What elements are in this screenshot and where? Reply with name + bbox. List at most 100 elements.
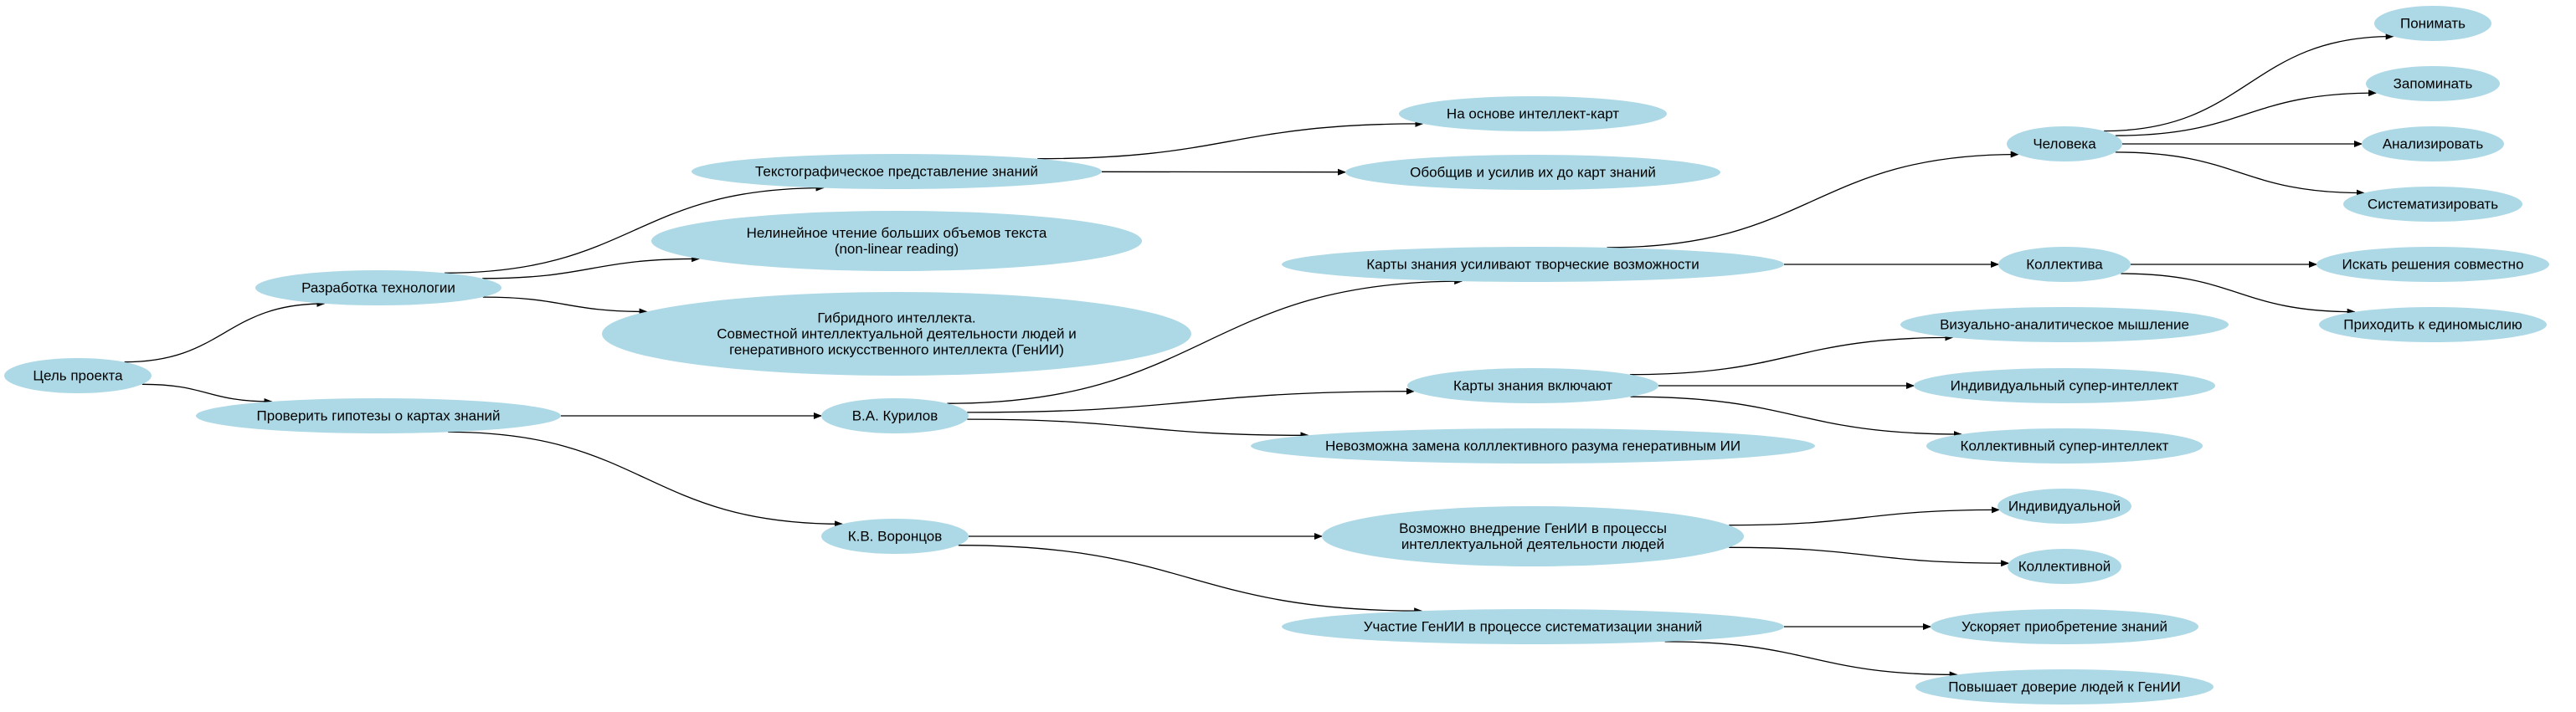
node-ellipse	[2343, 187, 2522, 222]
edge-human-to-systematize	[2115, 151, 2365, 197]
node-understand[interactable]: Понимать	[2374, 6, 2491, 41]
node-general[interactable]: Обобщив и усилив их до карт знаний	[1345, 155, 1720, 190]
node-accel[interactable]: Ускоряет приобретение знаний	[1931, 609, 2198, 644]
node-visual[interactable]: Визуально-аналитическое мышление	[1900, 307, 2229, 342]
node-label: Приходить к единомыслию	[2343, 317, 2522, 333]
node-seek[interactable]: Искать решения совместно	[2316, 247, 2549, 282]
node-possible[interactable]: Возможно внедрение ГенИИ в процессыинтел…	[1322, 506, 1744, 566]
node-label: (non-linear reading)	[835, 241, 959, 257]
node-hyp[interactable]: Проверить гипотезы о картах знаний	[196, 398, 561, 433]
node-ellipse	[602, 292, 1191, 376]
node-include[interactable]: Карты знания включают	[1407, 368, 1658, 403]
edges-layer	[124, 33, 2394, 679]
node-ellipse	[821, 519, 969, 554]
node-label: Запоминать	[2393, 76, 2473, 92]
node-ellipse	[1251, 428, 1815, 464]
node-ellipse	[1407, 368, 1658, 403]
node-label: Понимать	[2400, 16, 2465, 32]
node-hybrid[interactable]: Гибридного интеллекта.Совместной интелле…	[602, 292, 1191, 376]
node-label: интеллектуальной деятельности людей	[1401, 536, 1664, 552]
node-ellipse	[2008, 549, 2121, 584]
node-ellipse	[1900, 307, 2229, 342]
node-label: Цель проекта	[33, 368, 123, 384]
node-ellipse	[255, 270, 501, 305]
node-individual[interactable]: Индивидуальной	[1998, 489, 2131, 524]
node-ellipse	[2007, 126, 2122, 161]
node-label: Участие ГенИИ в процессе систематизации …	[1364, 619, 1703, 635]
node-noreplace[interactable]: Невозможна замена колллективного разума …	[1251, 428, 1815, 464]
edge-kurilov-to-include	[967, 387, 1415, 413]
node-creative[interactable]: Карты знания усиливают творческие возмож…	[1282, 247, 1784, 282]
node-label: Систематизировать	[2368, 197, 2498, 213]
node-analyze[interactable]: Анализировать	[2362, 126, 2504, 161]
node-label: Возможно внедрение ГенИИ в процессы	[1399, 520, 1667, 536]
edge-goal-to-hyp	[141, 383, 273, 405]
node-collective[interactable]: Коллектива	[1998, 247, 2131, 282]
edge-possible-to-collective-adj	[1729, 546, 2010, 567]
node-indsuper[interactable]: Индивидуальный супер-интеллект	[1914, 368, 2215, 403]
node-consensus[interactable]: Приходить к единомыслию	[2319, 307, 2547, 342]
node-label: Ускоряет приобретение знаний	[1962, 619, 2167, 635]
node-remember[interactable]: Запоминать	[2366, 66, 2500, 101]
node-kurilov[interactable]: В.А. Курилов	[821, 398, 969, 433]
node-label: Коллектива	[2026, 257, 2103, 273]
node-ellipse	[692, 154, 1102, 189]
node-label: На основе интеллект-карт	[1447, 106, 1619, 122]
node-ellipse	[2374, 6, 2491, 41]
node-particip[interactable]: Участие ГенИИ в процессе систематизации …	[1282, 609, 1784, 644]
node-ellipse	[2316, 247, 2549, 282]
node-ellipse	[1998, 489, 2131, 524]
node-ellipse	[2366, 66, 2500, 101]
node-label: Гибридного интеллекта.	[817, 310, 975, 326]
node-voron[interactable]: К.В. Воронцов	[821, 519, 969, 554]
node-label: Повышает доверие людей к ГенИИ	[1948, 679, 2181, 695]
node-intmaps[interactable]: На основе интеллект-карт	[1399, 96, 1667, 131]
node-label: Искать решения совместно	[2342, 257, 2523, 273]
node-nonlin[interactable]: Нелинейное чтение больших объемов текста…	[651, 211, 1142, 271]
edge-tech-to-nonlin	[482, 255, 701, 279]
node-ellipse	[1345, 155, 1720, 190]
node-tech[interactable]: Разработка технологии	[255, 270, 501, 305]
node-ellipse	[651, 211, 1142, 271]
node-label: генеративного искусственного интеллекта …	[729, 342, 1064, 358]
edge-human-to-remember	[2115, 90, 2378, 136]
node-label: В.А. Курилов	[852, 408, 938, 424]
node-label: Анализировать	[2383, 136, 2484, 152]
node-label: Невозможна замена колллективного разума …	[1325, 438, 1740, 454]
node-label: Коллективной	[2018, 559, 2111, 575]
node-label: Нелинейное чтение больших объемов текста	[747, 225, 1047, 241]
node-ellipse	[4, 358, 152, 393]
edge-human-to-understand	[2103, 33, 2394, 132]
node-colsuper[interactable]: Коллективный супер-интеллект	[1926, 428, 2203, 464]
edge-particip-to-trust	[1664, 641, 1958, 679]
node-trust[interactable]: Повышает доверие людей к ГенИИ	[1915, 669, 2214, 704]
edge-tech-to-hybrid	[482, 296, 648, 315]
edge-goal-to-tech	[124, 300, 326, 363]
edge-tech-to-texto	[444, 184, 825, 274]
node-goal[interactable]: Цель проекта	[4, 358, 152, 393]
node-ellipse	[1931, 609, 2198, 644]
node-ellipse	[1998, 247, 2131, 282]
node-ellipse	[1399, 96, 1667, 131]
node-label: Текстографическое представление знаний	[755, 164, 1038, 180]
node-label: Индивидуальный супер-интеллект	[1951, 378, 2179, 394]
edge-hyp-to-voron	[448, 431, 844, 528]
edge-collective-to-consensus	[2121, 273, 2356, 315]
edge-creative-to-human	[1607, 151, 2019, 248]
edge-kurilov-to-noreplace	[967, 418, 1309, 439]
node-label: Проверить гипотезы о картах знаний	[257, 408, 501, 424]
node-label: Карты знания усиливают творческие возмож…	[1366, 257, 1699, 273]
node-systematize[interactable]: Систематизировать	[2343, 187, 2522, 222]
node-texto[interactable]: Текстографическое представление знаний	[692, 154, 1102, 189]
edge-possible-to-individual	[1729, 506, 2000, 526]
node-human[interactable]: Человека	[2007, 126, 2122, 161]
node-ellipse	[1914, 368, 2215, 403]
nodes-layer: Цель проекта Разработка технологииПровери…	[4, 6, 2549, 704]
node-ellipse	[1926, 428, 2203, 464]
node-ellipse	[821, 398, 969, 433]
node-label: Совместной интеллектуальной деятельности…	[717, 326, 1077, 342]
edge-kurilov-to-creative	[947, 278, 1463, 404]
node-collective-adj[interactable]: Коллективной	[2008, 549, 2121, 584]
node-ellipse	[2319, 307, 2547, 342]
